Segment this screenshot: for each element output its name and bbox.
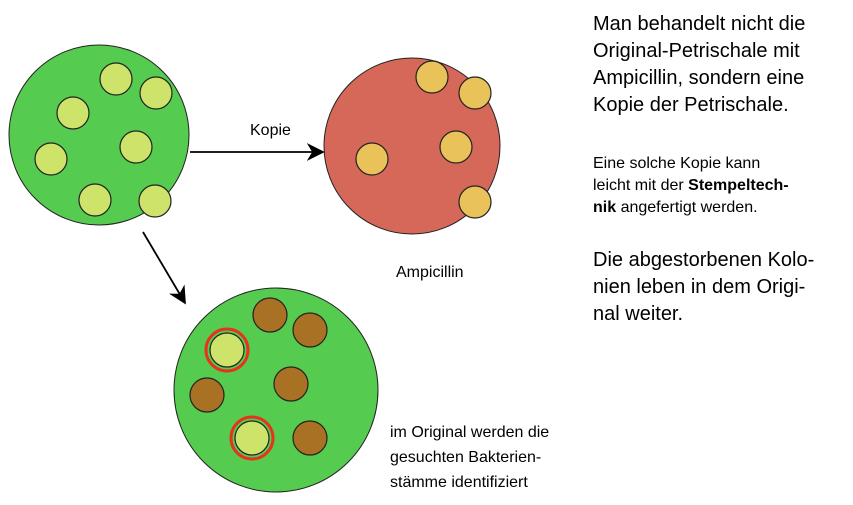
text-line: Man behandelt nicht die — [593, 13, 806, 35]
colony — [355, 142, 389, 176]
ampicillin-petri-dish — [323, 57, 501, 235]
colony — [139, 76, 173, 110]
text-line: Die abgestorbenen Kolo- — [593, 249, 815, 271]
colony — [99, 62, 133, 96]
paragraph-2: Eine solche Kopie kann leicht mit der St… — [593, 153, 789, 219]
dead-colony — [292, 312, 328, 348]
text-line: nien leben in dem Origi- — [593, 276, 806, 298]
colony — [138, 184, 172, 218]
paragraph-1: Man behandelt nicht die Original-Petrisc… — [593, 11, 805, 119]
caption-line: im Original werden die — [390, 424, 550, 441]
text-line: nal weiter. — [593, 303, 684, 325]
dead-colony — [273, 366, 309, 402]
text-span: angefertigt werden. — [616, 199, 758, 216]
original-petri-dish — [8, 44, 190, 226]
colony — [415, 60, 449, 94]
highlight-ring — [229, 415, 275, 461]
bold-term: Stempeltech- — [688, 177, 789, 194]
colony — [458, 185, 492, 219]
colony — [119, 130, 153, 164]
colony — [56, 96, 90, 130]
colony — [34, 142, 68, 176]
colony — [439, 130, 473, 164]
text-line: Ampicillin, sondern eine — [593, 67, 805, 89]
text-line: nik angefertigt werden. — [593, 197, 789, 219]
highlight-ring — [204, 327, 250, 373]
original-caption: im Original werden die gesuchten Bakteri… — [390, 420, 549, 495]
dead-colony — [189, 377, 225, 413]
text-line: Eine solche Kopie kann — [593, 155, 761, 172]
ampicillin-label: Ampicillin — [396, 264, 464, 281]
colony — [78, 183, 112, 217]
bold-term: nik — [593, 199, 617, 216]
identified-petri-dish — [173, 287, 379, 493]
text-line: Kopie der Petrischale. — [593, 94, 789, 116]
colony — [458, 76, 492, 110]
resistant-colony — [234, 420, 270, 456]
paragraph-3: Die abgestorbenen Kolo- nien leben in de… — [593, 247, 814, 328]
resistant-colony — [209, 332, 245, 368]
caption-line: gesuchten Bakterien- — [390, 449, 542, 466]
text-line: Original-Petrischale mit — [593, 40, 800, 62]
caption-line: stämme identifiziert — [390, 474, 528, 491]
text-line: leicht mit der Stempeltech- — [593, 175, 789, 197]
down-arrow — [142, 231, 186, 305]
dead-colony — [292, 420, 328, 456]
copy-label: Kopie — [250, 122, 291, 139]
text-span: leicht mit der — [593, 177, 689, 194]
dead-colony — [252, 297, 288, 333]
